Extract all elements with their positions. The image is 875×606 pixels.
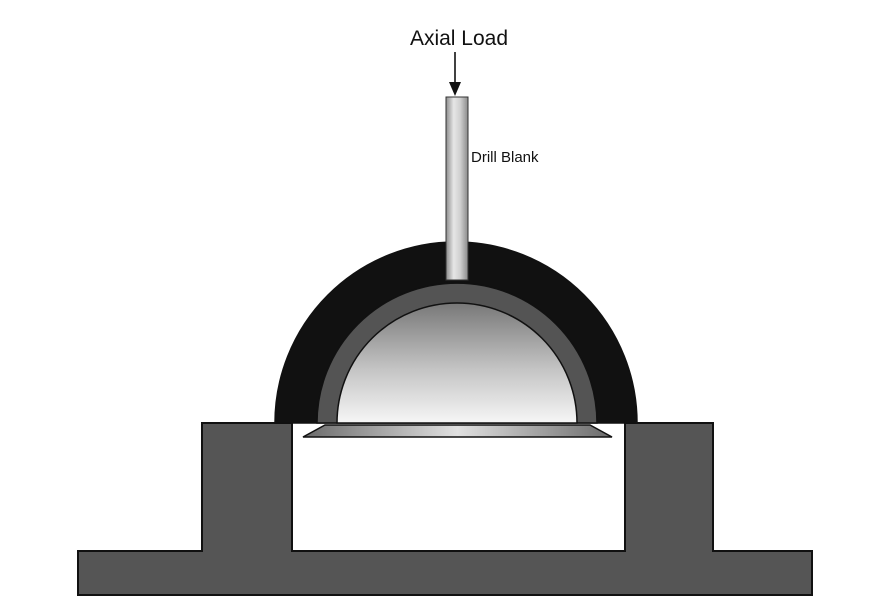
drill-blank-rod — [445, 96, 469, 281]
base-fixture — [77, 422, 813, 596]
arrowhead-icon — [449, 82, 461, 96]
drill-blank-label: Drill Blank — [471, 149, 539, 166]
axial-load-label: Axial Load — [410, 27, 508, 50]
support-pad — [302, 424, 613, 438]
dome-specimen — [336, 302, 578, 424]
axial-load-arrow — [449, 52, 461, 96]
